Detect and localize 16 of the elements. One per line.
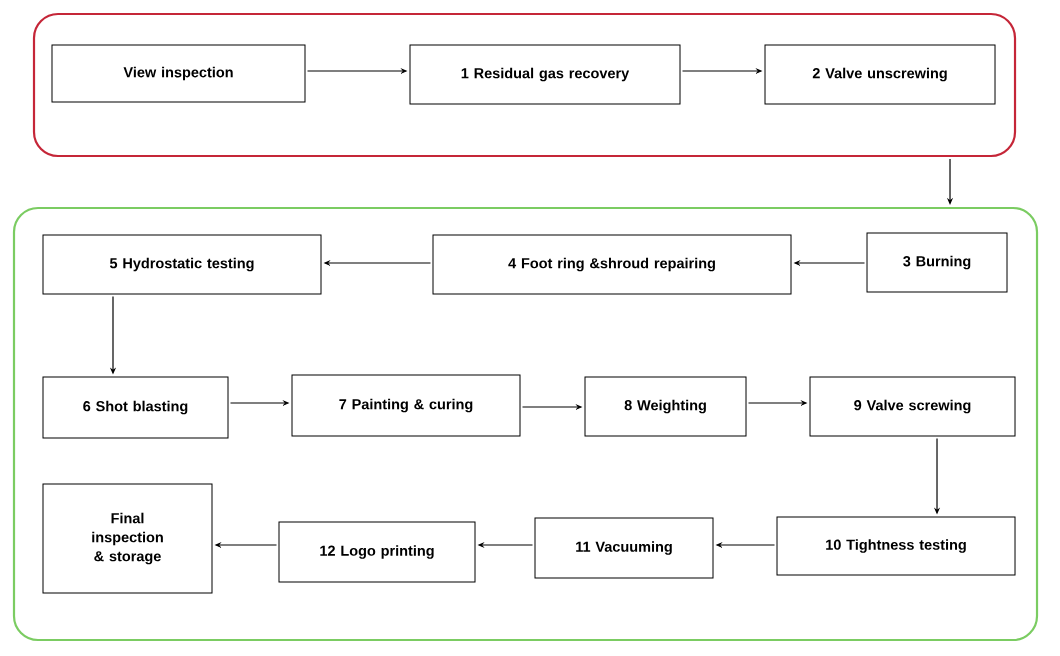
process-box: View inspection <box>51 44 306 103</box>
process-box: 6 Shot blasting <box>42 376 229 439</box>
process-box: 7 Painting & curing <box>291 374 521 437</box>
process-box: 8 Weighting <box>584 376 747 437</box>
process-box: 11 Vacuuming <box>534 517 714 579</box>
process-box: 5 Hydrostatic testing <box>42 234 322 295</box>
process-box: 10 Tightness testing <box>776 516 1016 576</box>
process-box: 12 Logo printing <box>278 521 476 583</box>
process-box: 4 Foot ring &shroud repairing <box>432 234 792 295</box>
process-box: 2 Valve unscrewing <box>764 44 996 105</box>
process-box: 9 Valve screwing <box>809 376 1016 437</box>
process-box: 1 Residual gas recovery <box>409 44 681 105</box>
group-frame <box>32 12 1017 158</box>
process-box: 3 Burning <box>866 232 1008 293</box>
group-frame <box>12 206 1039 642</box>
process-box: Final inspection & storage <box>42 483 213 594</box>
